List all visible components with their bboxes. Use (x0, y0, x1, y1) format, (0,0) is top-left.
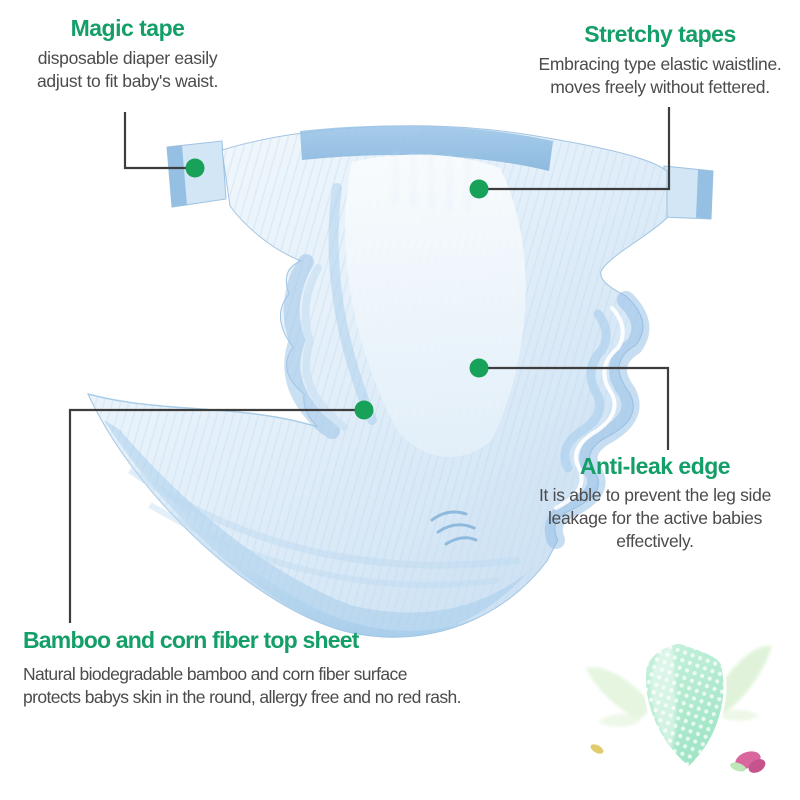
callout-magic-tape: Magic tape disposable diaper easily adju… (10, 14, 245, 93)
marker-dot-anti-leak (469, 358, 489, 378)
callout-bamboo-top-sheet-body: Natural biodegradable bamboo and corn fi… (23, 663, 563, 709)
callout-anti-leak-edge-line: It is able to prevent the leg side (538, 485, 772, 505)
callout-bamboo-top-sheet-title: Bamboo and corn fiber top sheet (23, 627, 359, 653)
callout-magic-tape-line: disposable diaper easily (37, 48, 218, 68)
callout-magic-tape-body: disposable diaper easily adjust to fit b… (10, 47, 245, 93)
diaper-absorbent-pad (345, 154, 526, 457)
petal-yellow (590, 744, 604, 754)
marker-dot-bamboo (354, 400, 374, 420)
callout-markers (185, 158, 489, 420)
flower-petal-pink (730, 751, 766, 773)
callout-connectors (68, 107, 671, 623)
diaper-front-panel (87, 393, 547, 638)
callout-anti-leak-edge-title: Anti-leak edge (579, 453, 731, 479)
callout-anti-leak-edge-body: It is able to prevent the leg side leaka… (505, 484, 800, 553)
callout-magic-tape-title: Magic tape (70, 15, 185, 41)
connector-magic-tape (123, 112, 186, 170)
diaper-graphic (87, 125, 714, 638)
callout-stretchy-tapes-line: Embracing type elastic waistline. (538, 54, 782, 74)
callout-stretchy-tapes-line: moves freely without fettered. (550, 77, 770, 97)
marker-dot-stretchy-tapes (469, 179, 489, 199)
marker-dot-magic-tape (185, 158, 205, 178)
diaper-right-tape (661, 165, 714, 220)
shield-graphic (642, 640, 727, 770)
callout-bamboo-top-sheet-line: protects babys skin in the round, allerg… (23, 687, 461, 707)
connector-bamboo (68, 408, 356, 623)
connector-anti-leak (488, 366, 670, 450)
callout-stretchy-tapes: Stretchy tapes Embracing type elastic wa… (505, 20, 800, 99)
callout-bamboo-top-sheet-line: Natural biodegradable bamboo and corn fi… (23, 664, 407, 684)
callout-stretchy-tapes-body: Embracing type elastic waistline. moves … (505, 53, 800, 99)
diaper-left-leg-cuff (283, 183, 377, 439)
diaper-tape-curl (430, 510, 478, 546)
diaper-waistband (300, 125, 553, 171)
callout-anti-leak-edge: Anti-leak edge It is able to prevent the… (505, 452, 800, 553)
diaper-right-leg-cuff (544, 291, 650, 549)
feather-wing-right (715, 645, 772, 713)
shield-badge-graphic (586, 640, 772, 773)
callout-bamboo-top-sheet: Bamboo and corn fiber top sheet Natural … (23, 626, 563, 709)
feather-wing-left (586, 667, 648, 719)
callout-stretchy-tapes-title: Stretchy tapes (584, 21, 736, 47)
callout-anti-leak-edge-line: effectively. (616, 531, 694, 551)
callout-magic-tape-line: adjust to fit baby's waist. (36, 71, 219, 91)
callout-anti-leak-edge-line: leakage for the active babies (547, 508, 763, 528)
connector-stretchy-tapes (488, 107, 671, 191)
